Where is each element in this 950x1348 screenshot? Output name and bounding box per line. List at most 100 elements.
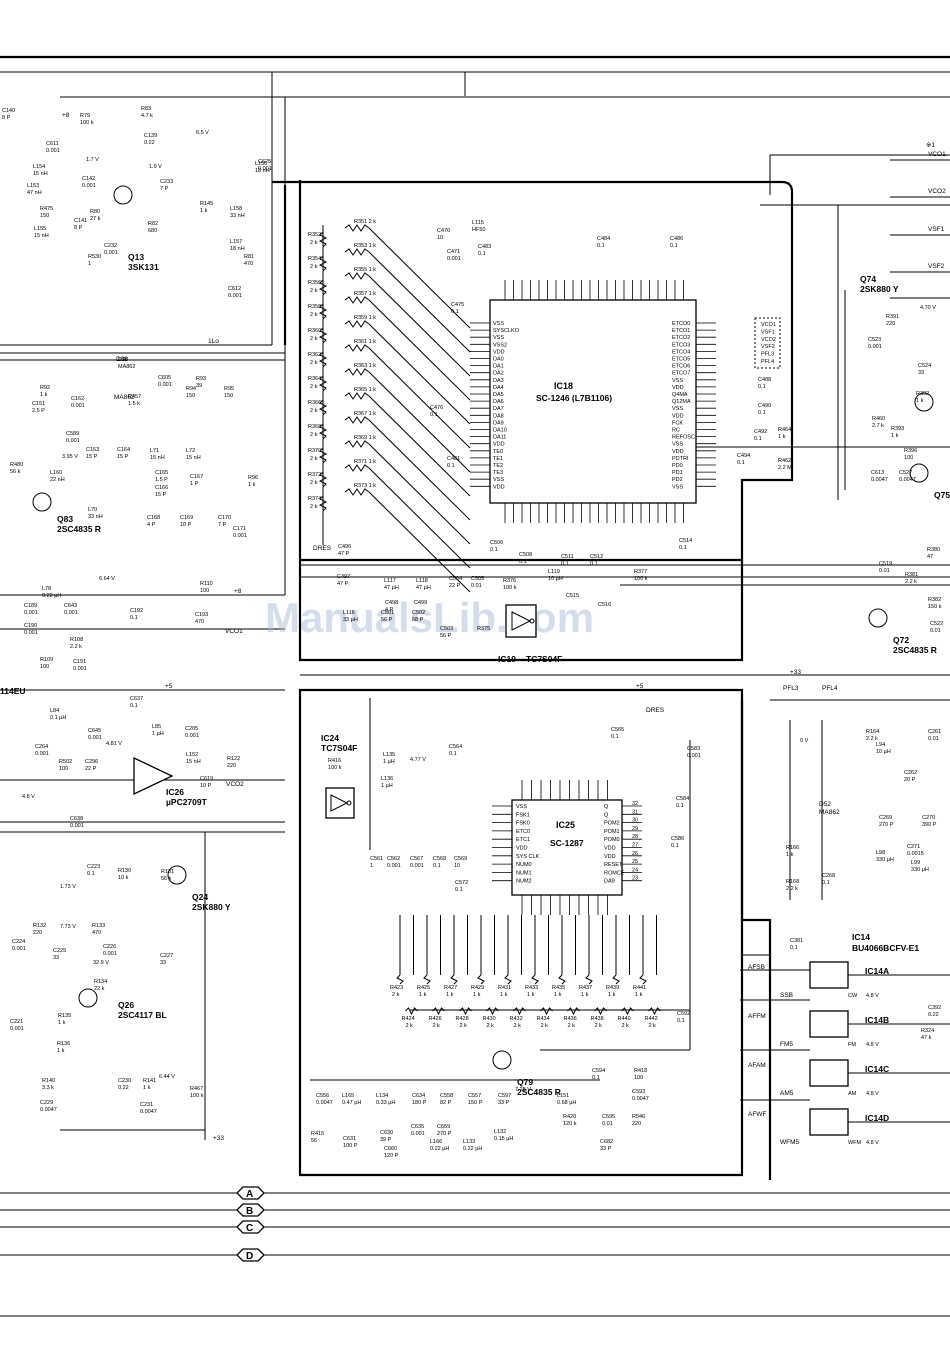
ic18-ladder-resistor-value: 2 k [310, 288, 318, 294]
ic25-part-ref: C569 [454, 856, 467, 862]
ic25-part-value: 0.1 [677, 1018, 685, 1024]
etco-flag: VCO2 [761, 337, 776, 343]
ic25-part-ref: C586 [671, 836, 684, 842]
left-part-value: 0.001 [70, 823, 84, 829]
right-part-value: 0.0047 [899, 477, 916, 483]
voltage-annotation: 6.64 V [99, 576, 115, 582]
transistor-ref: Q75 [934, 490, 950, 500]
mid-part-value: 0.1 [590, 561, 598, 567]
mid-part-ref: C490 [758, 403, 771, 409]
mid-part-value: 0.001 [447, 256, 461, 262]
mid-part-ref: C516 [598, 602, 611, 608]
q79-part-ref: C635 [411, 1124, 424, 1130]
right-part-ref: C523 [868, 337, 881, 343]
ic18-right-pin: RC [672, 428, 680, 434]
ic18-right-pin: PD0 [672, 463, 683, 469]
q79-part-ref: C557 [468, 1093, 481, 1099]
left-part-value: 0.001 [73, 666, 87, 672]
right-part-ref: L99 [911, 860, 920, 866]
q79-part-ref: C682 [600, 1139, 613, 1145]
ic18-name: IC18 [554, 381, 573, 391]
left-part-value: 0.22 µH [42, 593, 61, 599]
ic25-left-pin: SYS CLK [516, 854, 540, 860]
top-part-ref: R530 [88, 254, 101, 260]
left-part-ref: C165 [155, 470, 168, 476]
ic25-pin-number: 30 [632, 818, 638, 824]
right-part-ref: C527 [899, 470, 912, 476]
ic25-ladder-resistor: R440 [618, 1016, 631, 1022]
bl-part-ref: R132 [33, 923, 46, 929]
ic18-right-pin: VDD [672, 449, 684, 455]
ic14-unit-voltage: 4.8 V [866, 1042, 879, 1048]
left-part-value: 0.001 [233, 533, 247, 539]
ic14-unit-control: WFM5 [780, 1139, 800, 1146]
mid-part-value: 0.1 [561, 561, 569, 567]
left-part-value: 0.001 [88, 735, 102, 741]
mid-part-value: 10 µH [548, 576, 563, 582]
ic25-ladder-resistor: R423 [390, 985, 403, 991]
mid-part-value: 47 P [338, 551, 350, 557]
top-part-ref: C233 [160, 179, 173, 185]
left-part-ref: R110 [200, 581, 213, 587]
q79-part-value: 0.15 µH [494, 1136, 513, 1142]
left-part-value: 0.001 [185, 733, 199, 739]
top-part-value: 0.001 [228, 293, 242, 299]
mid-part-ref: C499 [414, 600, 427, 606]
left-part-ref: C192 [130, 608, 143, 614]
q79-part-ref: C634 [412, 1093, 425, 1099]
top-part-value: 680 [148, 228, 157, 234]
q79-part-ref: C659 [437, 1124, 450, 1130]
top-part-value: 18 nH [230, 246, 245, 252]
q79-part-value: 39 P [380, 1137, 392, 1143]
power-rails: 1Lo +8 +8 VCO1 +5 VCO2 +33 [0, 71, 950, 1142]
ic18-right-pin: ETCO4 [672, 349, 690, 355]
mid-part-ref: C508 [519, 552, 532, 558]
left-part-ref: L85 [152, 724, 161, 730]
ic25-pin-number: 28 [632, 834, 638, 840]
right-part-ref: C522 [930, 621, 943, 627]
rail-plus5-mid-label: +5 [636, 683, 644, 690]
ic25-ladder-resistor: R433 [525, 985, 538, 991]
q79-part-value: 180 P [412, 1100, 427, 1106]
bl-part-value: 470 [92, 930, 101, 936]
ic14-unit-input: AFSB [748, 964, 765, 971]
bl-part-ref: R134 [94, 979, 107, 985]
ic25-left-pin: NUM0 [516, 862, 532, 868]
q79-part-ref: C631 [343, 1136, 356, 1142]
ic18-left-pin: DA8 [493, 413, 504, 419]
bl-part-ref: R131 [161, 869, 174, 875]
ic18-ladder-resistor-value: 2 k [310, 408, 318, 414]
left-part-value: 1.5 k [128, 401, 140, 407]
mid-part-ref: C488 [758, 377, 771, 383]
q79-part-value: 82 P [440, 1100, 452, 1106]
ic25-ladder-resistor: R425 [417, 985, 430, 991]
bl-part-value: 0.0047 [140, 1109, 157, 1115]
right-part-ref: C271 [907, 844, 920, 850]
ic18-ladder-resistor: R366 [308, 400, 321, 406]
pfl4-label: PFL4 [822, 685, 838, 692]
diode-d52-type: MA862 [819, 809, 840, 816]
q79-part-value: 220 [632, 1121, 641, 1127]
voltage-annotation: 6.44 V [159, 1074, 175, 1080]
transistor-part: 3SK131 [128, 262, 159, 272]
ic25-ladder-resistor: R441 [633, 985, 646, 991]
ic25-part-value: 0.001 [687, 753, 701, 759]
q79-part-ref: C593 [632, 1089, 645, 1095]
ic25-ladder-resistor-value: 1 k [527, 992, 535, 998]
right-part-value: 2.7 k [872, 423, 884, 429]
q79-part-ref: C597 [498, 1093, 511, 1099]
right-part-ref: R382 [928, 597, 941, 603]
top-part-value: 4.7 k [141, 113, 153, 119]
ic25-ladder-resistor: R438 [591, 1016, 604, 1022]
left-part-ref: L84 [50, 708, 59, 714]
bl-part-value: 1 k [58, 1020, 66, 1026]
left-part-ref: C645 [88, 728, 101, 734]
ic25-ladder-resistor: R430 [483, 1016, 496, 1022]
ic18-ladder-resistor-value: 2 k [310, 264, 318, 270]
ic19-part: TC7S04F [526, 654, 562, 664]
ic24-part: TC7S04F [321, 743, 357, 753]
bl-part-value: 100 k [190, 1093, 204, 1099]
